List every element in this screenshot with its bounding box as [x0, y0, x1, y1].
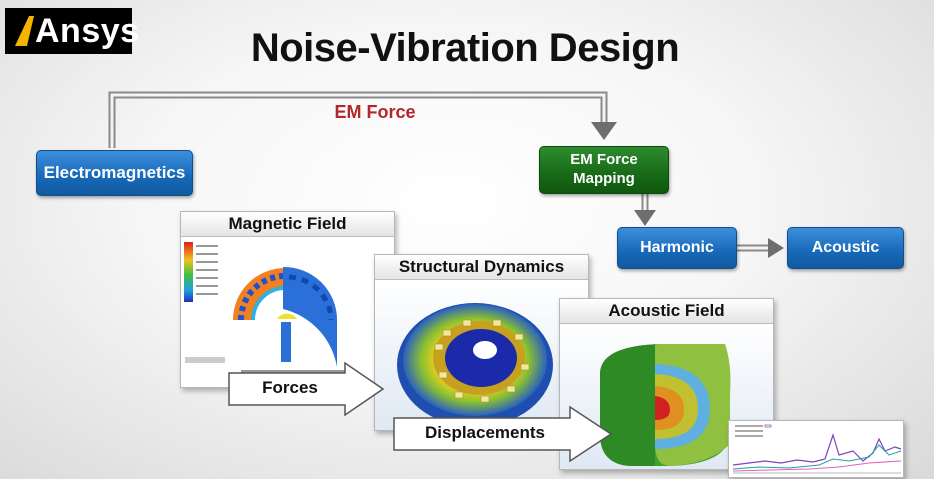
forces-arrow	[228, 361, 385, 417]
frequency-response-plot-icon	[729, 421, 903, 477]
page-title: Noise-Vibration Design	[250, 26, 680, 70]
acoustic-field-title: Acoustic Field	[560, 299, 773, 324]
magnetic-field-title: Magnetic Field	[181, 212, 394, 237]
frequency-response-panel	[728, 420, 904, 478]
em-force-mapping-node: EM Force Mapping	[539, 146, 669, 194]
harmonic-node: Harmonic	[617, 227, 737, 269]
acoustic-node: Acoustic	[787, 227, 904, 269]
acoustic-field-plot-icon	[600, 344, 731, 466]
electromagnetics-label: Electromagnetics	[43, 163, 186, 183]
acoustic-label: Acoustic	[811, 239, 880, 256]
logo-text: Ansys	[35, 12, 140, 50]
structural-dynamics-panel: Structural Dynamics	[374, 254, 589, 431]
displacements-label: Displacements	[425, 423, 545, 442]
acoustic-field-panel: Acoustic Field	[559, 298, 774, 470]
magnetic-field-plot-icon	[184, 242, 351, 373]
ansys-logo: Ansys	[5, 8, 139, 54]
structural-dynamics-title: Structural Dynamics	[375, 255, 588, 280]
displacements-arrow	[393, 405, 613, 463]
ansys-logo-mark-icon	[15, 16, 34, 46]
forces-label: Forces	[262, 378, 318, 397]
em-force-mapping-label: EM Force Mapping	[570, 151, 638, 187]
electromagnetics-node: Electromagnetics	[36, 150, 193, 196]
stator-deformation-plot-icon	[397, 303, 553, 427]
harmonic-label: Harmonic	[640, 239, 714, 256]
em-force-label: EM Force	[334, 102, 416, 122]
